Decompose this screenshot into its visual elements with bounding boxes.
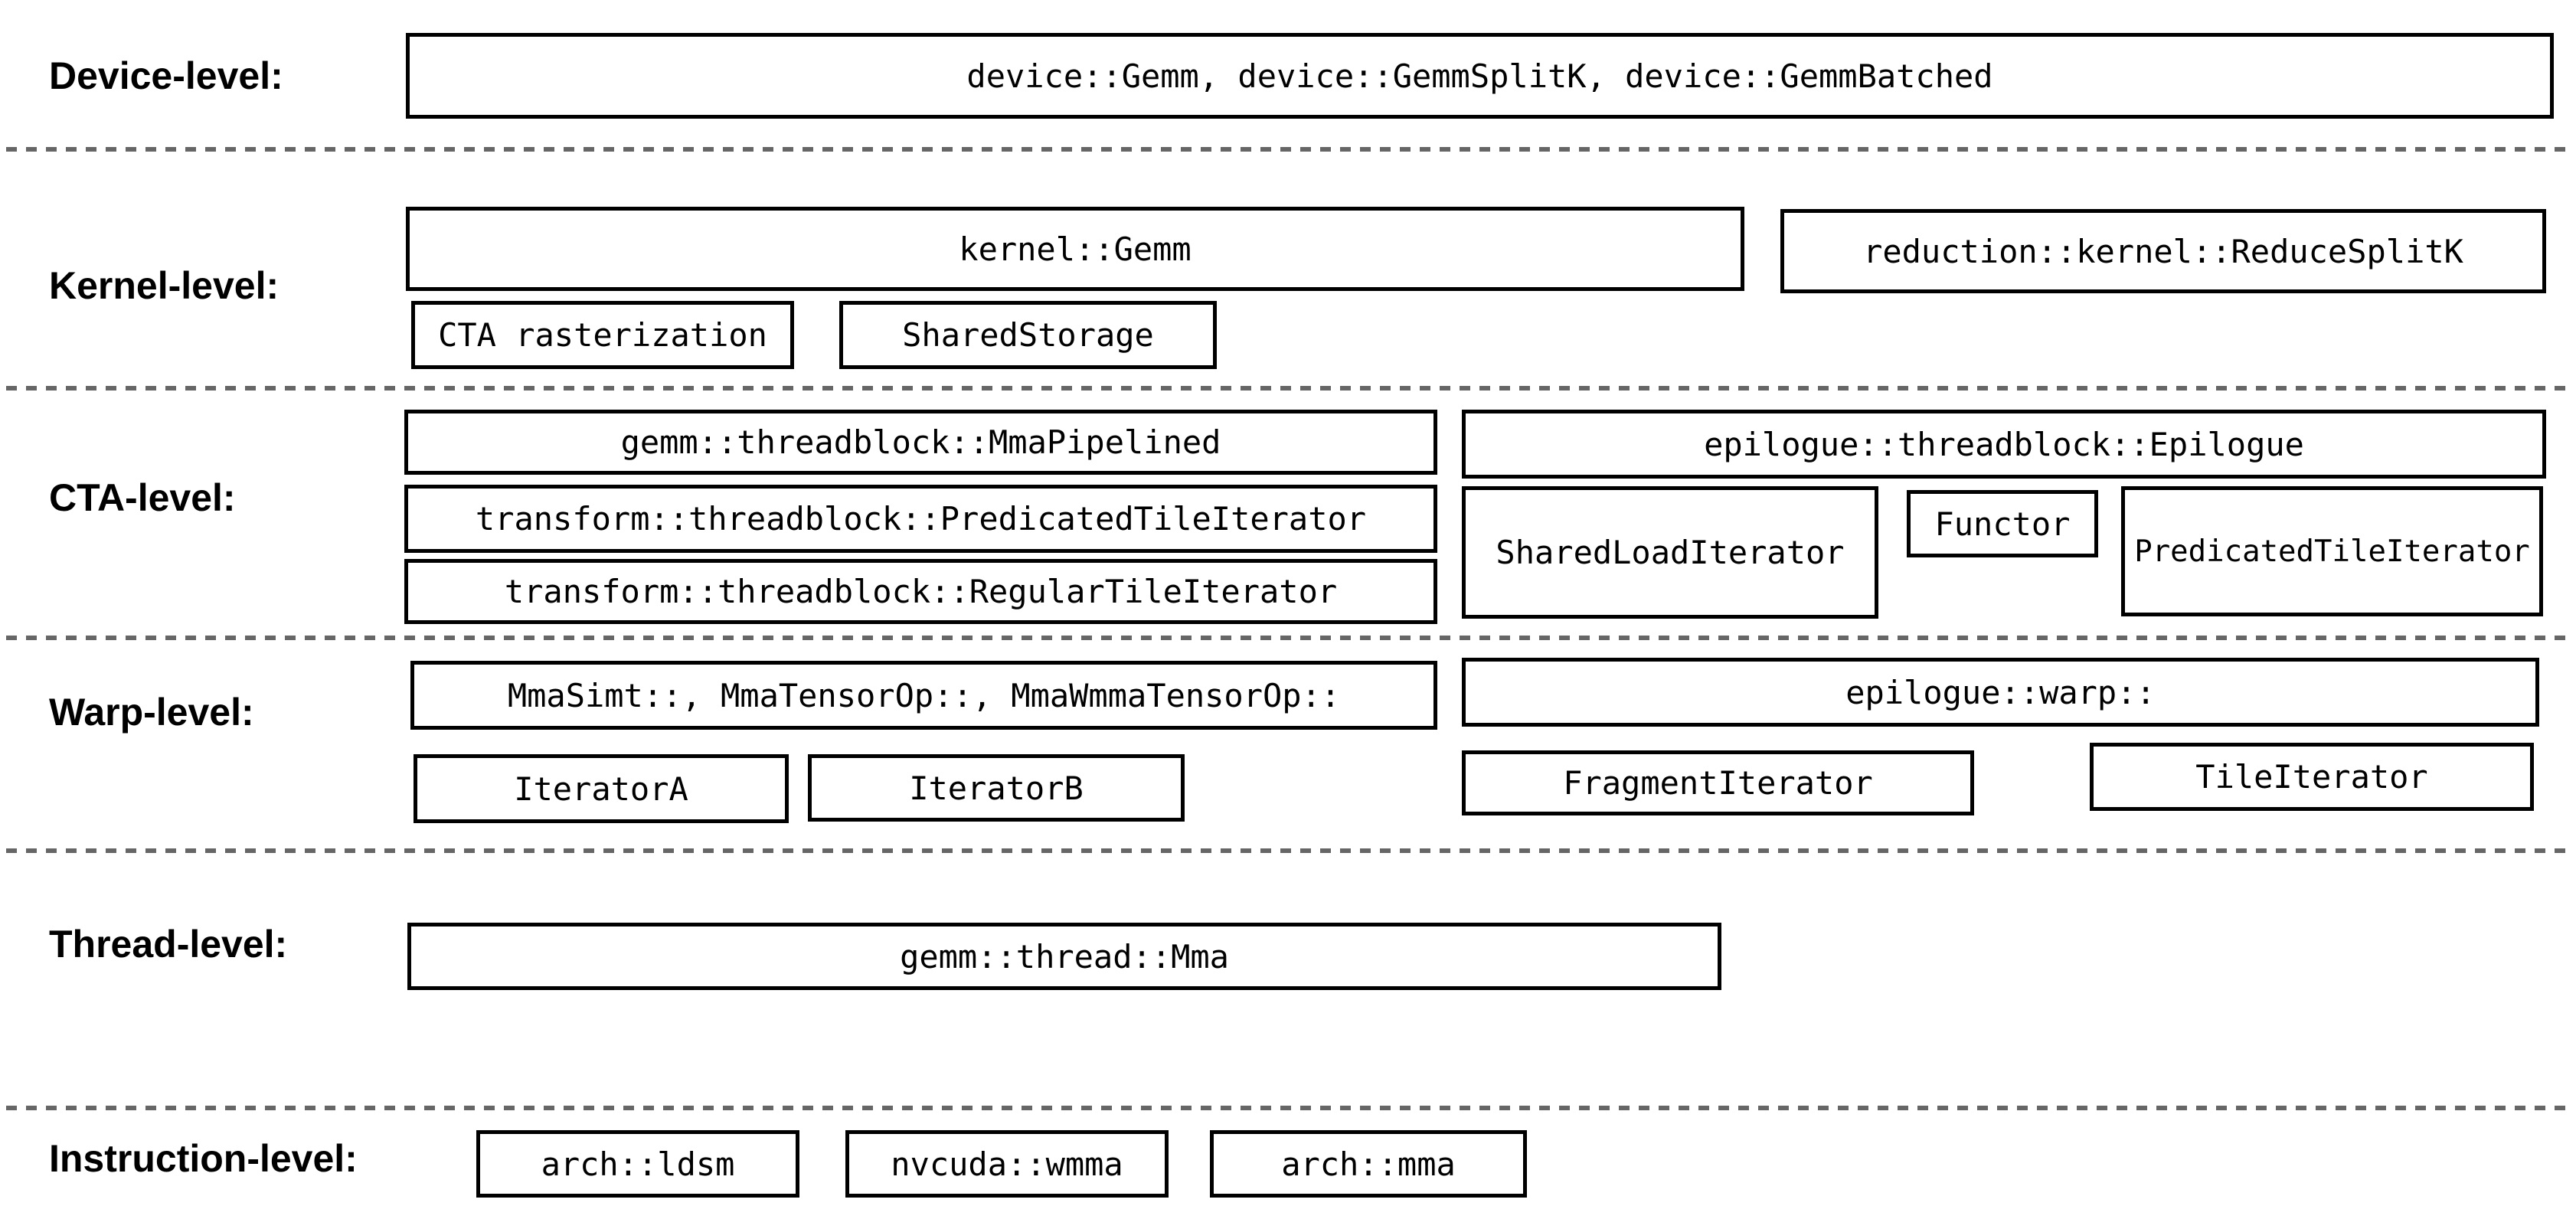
level-label-kernel: Kernel-level: [49, 264, 280, 307]
separator-cta-warp [6, 636, 2570, 640]
separator-device-kernel [6, 147, 2570, 152]
box-device-apis: device::Gemm, device::GemmSplitK, device… [406, 33, 2554, 119]
box-mma-pipelined: gemm::threadblock::MmaPipelined [404, 410, 1437, 475]
box-transform-predicated-tile-iterator: transform::threadblock::PredicatedTileIt… [404, 485, 1437, 553]
box-functor: Functor [1907, 490, 2098, 557]
box-nvcuda-wmma: nvcuda::wmma [845, 1130, 1169, 1198]
box-iterator-a: IteratorA [414, 754, 789, 823]
box-shared-storage: SharedStorage [839, 301, 1217, 369]
separator-thread-instruction [6, 1106, 2570, 1110]
level-label-device: Device-level: [49, 54, 283, 97]
box-reduction-kernel-reduce-splitk: reduction::kernel::ReduceSplitK [1780, 209, 2546, 293]
box-thread-mma: gemm::thread::Mma [407, 923, 1721, 990]
box-warp-mma-ops: MmaSimt::, MmaTensorOp::, MmaWmmaTensorO… [410, 661, 1437, 730]
box-transform-regular-tile-iterator: transform::threadblock::RegularTileItera… [404, 559, 1437, 624]
box-cta-rasterization: CTA rasterization [411, 301, 794, 369]
box-tile-iterator: TileIterator [2090, 743, 2534, 811]
separator-warp-thread [6, 848, 2570, 853]
level-label-thread: Thread-level: [49, 923, 288, 966]
box-kernel-gemm: kernel::Gemm [406, 207, 1744, 291]
box-epilogue-threadblock: epilogue::threadblock::Epilogue [1462, 410, 2546, 479]
box-shared-load-iterator: SharedLoadIterator [1462, 486, 1878, 619]
box-arch-ldsm: arch::ldsm [476, 1130, 799, 1198]
box-epilogue-warp: epilogue::warp:: [1462, 658, 2539, 727]
level-label-warp: Warp-level: [49, 691, 254, 734]
box-epilogue-predicated-tile-iterator: PredicatedTileIterator [2121, 486, 2543, 616]
box-iterator-b: IteratorB [808, 754, 1185, 822]
box-arch-mma: arch::mma [1210, 1130, 1527, 1198]
level-label-cta: CTA-level: [49, 476, 236, 519]
separator-kernel-cta [6, 386, 2570, 391]
level-label-instruction: Instruction-level: [49, 1137, 358, 1180]
box-fragment-iterator: FragmentIterator [1462, 750, 1974, 815]
